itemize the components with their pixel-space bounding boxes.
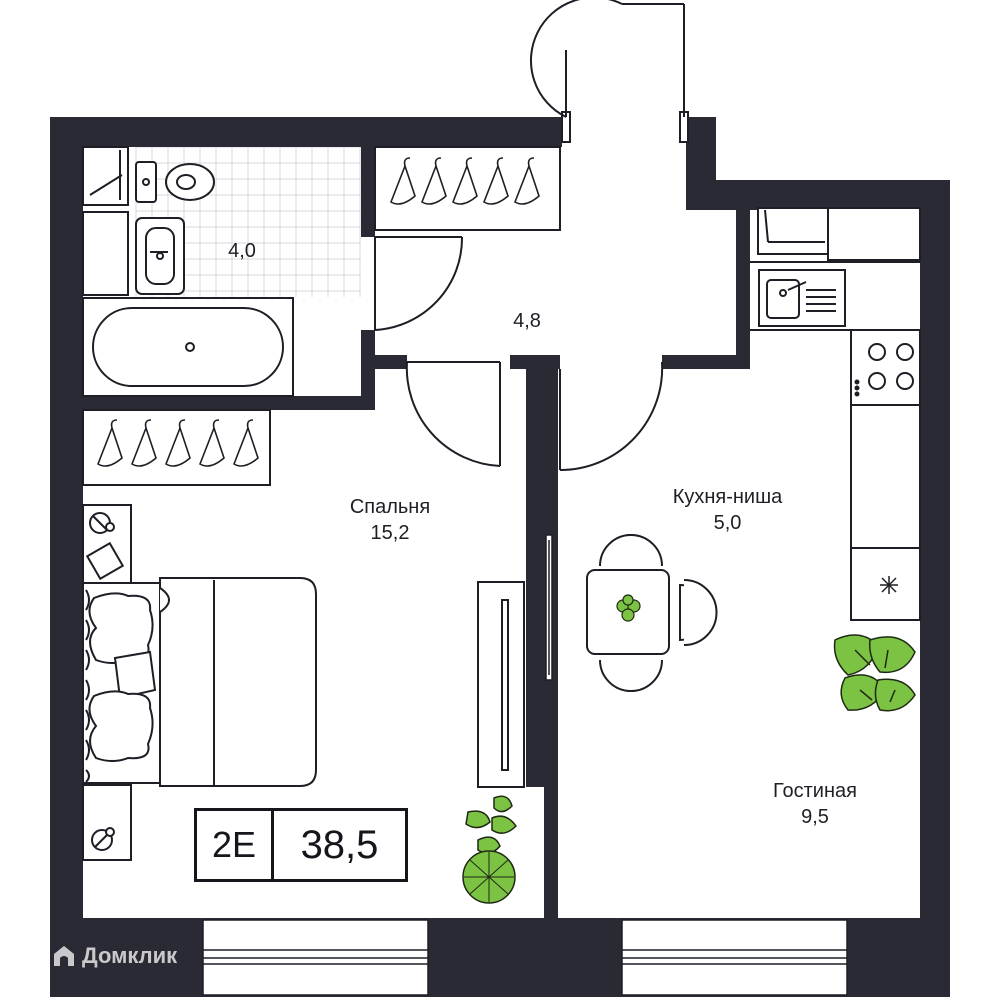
kitchen-name: Кухня-ниша: [672, 486, 783, 508]
bathtub-icon: [82, 297, 294, 397]
hanger-icon: [199, 419, 225, 467]
hanger-icon: [452, 157, 478, 205]
kitchen-area: 5,0: [713, 512, 742, 534]
fridge: [750, 207, 921, 263]
total-area: 38,5: [300, 822, 379, 867]
hanger-icon: [483, 157, 509, 205]
cooktop-icon: [850, 329, 921, 406]
hanger-icon: [233, 419, 259, 467]
sliding-partition: [545, 534, 553, 681]
hanger-icon: [514, 157, 540, 205]
bedroom-door[interactable]: [405, 361, 501, 467]
bathroom-area-label: 4,0: [228, 240, 256, 262]
bedroom-name: Спальня: [349, 496, 431, 518]
living-name: Гостиная: [773, 780, 857, 802]
bedroom-label: Спальня 15,2: [320, 494, 460, 546]
bedroom-wardrobe: [82, 409, 271, 486]
bedroom-cabinet: [477, 581, 525, 788]
plant-icon: [465, 795, 517, 854]
hanger-icon: [97, 419, 123, 467]
cabinet: [82, 211, 129, 296]
windows: [202, 919, 848, 996]
toilet-icon: [135, 161, 215, 203]
monstera-plant-icon: [833, 634, 916, 712]
kitchen-sink-icon: [758, 269, 846, 327]
living-area: 9,5: [801, 806, 829, 828]
shower-cabinet: [82, 146, 129, 206]
dining-table: [586, 534, 718, 692]
hall-area-label: 4,8: [513, 310, 541, 332]
nightstand-lamp-icon: [82, 504, 132, 584]
hanger-icon: [390, 157, 416, 205]
entrance-door[interactable]: [529, 0, 689, 143]
kitchen-label: Кухня-ниша 5,0: [640, 484, 815, 536]
watermark-text: Домклик: [82, 943, 178, 968]
nightstand-lamp-icon: [82, 784, 132, 861]
plant-icon: [462, 850, 516, 904]
bathroom-door[interactable]: [374, 236, 464, 331]
bedroom-area: 15,2: [370, 522, 410, 544]
hanger-icon: [165, 419, 191, 467]
apartment-type: 2E: [197, 811, 274, 879]
dishwasher-icon: [880, 576, 898, 594]
hanger-icon: [421, 157, 447, 205]
hanger-icon: [131, 419, 157, 467]
table-flower-icon: [616, 594, 641, 622]
washbasin-icon: [135, 217, 185, 295]
double-bed: [82, 577, 317, 787]
living-label: Гостиная 9,5: [745, 778, 885, 830]
house-logo-icon: [54, 946, 74, 966]
living-door[interactable]: [559, 361, 664, 472]
apartment-badge: 2E 38,5: [194, 808, 408, 882]
domclick-watermark: Домклик: [52, 943, 177, 969]
hall-wardrobe: [374, 146, 561, 231]
